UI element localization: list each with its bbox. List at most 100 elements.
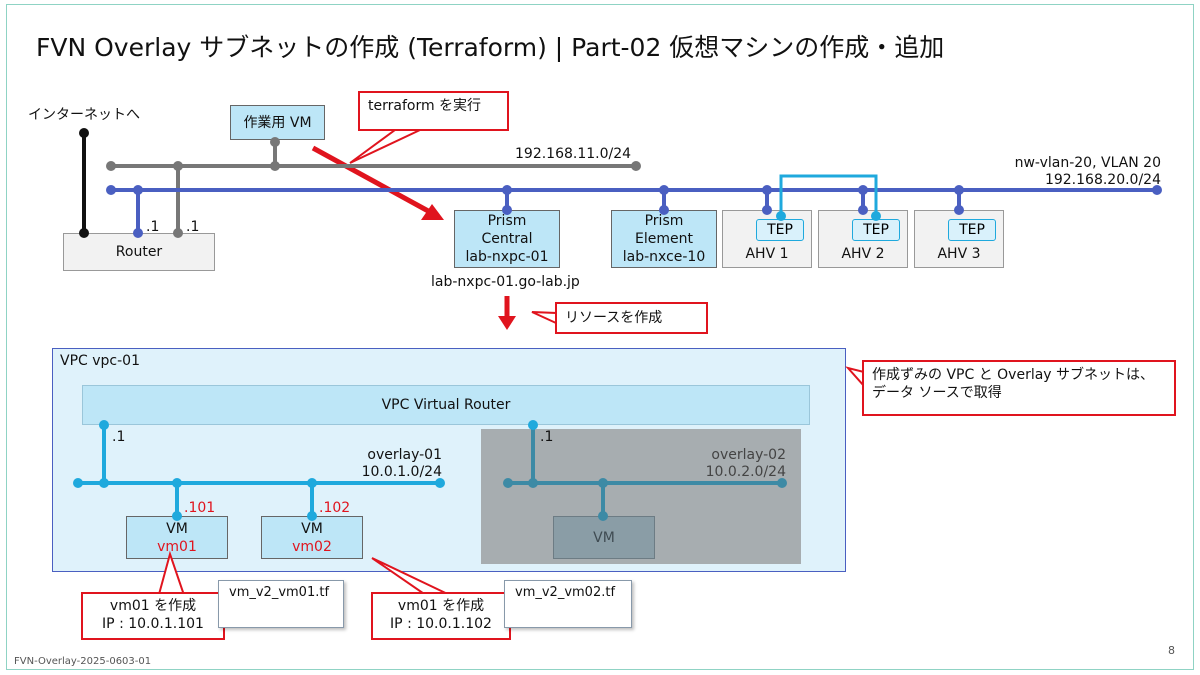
file-note-vm01: vm_v2_vm01.tf <box>218 580 344 628</box>
pc-line1: Prism <box>487 213 527 229</box>
vm02-type: VM <box>301 520 323 537</box>
vm01-type: VM <box>166 520 188 537</box>
ov2-end-right <box>777 478 787 488</box>
internet-label: インターネットへ <box>28 107 140 123</box>
datasource-line2: データ ソースで取得 <box>872 385 1002 401</box>
prism-central-box: Prism Central lab-nxpc-01 <box>454 210 560 268</box>
workvm-port <box>270 137 280 147</box>
terraform-arrow-head <box>421 204 444 220</box>
work-vm-label: 作業用 VM <box>243 114 312 131</box>
page-title: FVN Overlay サブネットの作成 (Terraform) | Part-… <box>36 33 945 62</box>
vm-overlay02-box: VM <box>553 516 655 559</box>
ahv3-vlan-tap <box>954 185 964 195</box>
pe-vlan-port <box>659 205 669 215</box>
resource-callout-tail <box>531 311 557 325</box>
tep2-port <box>871 211 881 221</box>
vm02-ip: .102 <box>319 500 351 516</box>
vm01-name: vm01 <box>157 538 197 555</box>
ov1-gateway-ip: .1 <box>112 429 126 445</box>
router-ip-b: .1 <box>186 219 200 235</box>
ov2-gateway-ip: .1 <box>540 429 554 445</box>
ov2-gw-tap <box>528 478 538 488</box>
router-mgmt-tap <box>173 161 183 171</box>
router-vlan-port <box>133 228 143 238</box>
vlan-network-name: nw-vlan-20, VLAN 20 <box>1014 155 1161 171</box>
ahv1-vlan-tap <box>762 185 772 195</box>
page-footer: FVN-Overlay-2025-0603-01 <box>14 656 152 667</box>
vpc-virtual-router: VPC Virtual Router <box>82 385 810 425</box>
vlan-end-right <box>1152 185 1162 195</box>
slide-frame <box>6 4 1194 670</box>
router-mgmt-port <box>173 228 183 238</box>
tep1-badge: TEP <box>756 219 804 241</box>
vm02-port <box>307 511 317 521</box>
mgmt-end-left <box>106 161 116 171</box>
ov2-router-port <box>528 420 538 430</box>
vm02-callout: vm01 を作成 IP : 10.0.1.102 <box>371 592 511 640</box>
ov1-end-right <box>435 478 445 488</box>
router-label: Router <box>115 244 163 260</box>
resource-callout: リソースを作成 <box>555 302 708 334</box>
router-box: Router <box>63 233 215 271</box>
tep-tunnel <box>779 174 878 219</box>
ahv2-vlan-port <box>858 205 868 215</box>
file-note-vm02: vm_v2_vm02.tf <box>504 580 632 628</box>
vm01-callout: vm01 を作成 IP : 10.0.1.101 <box>81 592 225 640</box>
vm01-box: VM vm01 <box>126 516 228 559</box>
pc-line3: lab-nxpc-01 <box>465 249 549 265</box>
resource-arrow-head <box>498 316 516 330</box>
resource-callout-text: リソースを作成 <box>565 310 663 326</box>
vm02-callout-line2: IP : 10.0.1.102 <box>390 616 492 632</box>
file-note-vm02-text: vm_v2_vm02.tf <box>515 585 616 600</box>
vm3-tap <box>598 478 608 488</box>
terraform-callout: terraform を実行 <box>358 91 509 131</box>
tep1-port <box>776 211 786 221</box>
overlay-02-name: overlay-02 <box>711 447 786 463</box>
ahv2-vlan-tap <box>858 185 868 195</box>
ahv1-vlan-port <box>762 205 772 215</box>
ahv3-vlan-port <box>954 205 964 215</box>
vm02-box: VM vm02 <box>261 516 363 559</box>
ov1-router-port <box>99 420 109 430</box>
pc-fqdn: lab-nxpc-01.go-lab.jp <box>431 274 580 290</box>
mgmt-network-cidr: 192.168.11.0/24 <box>515 146 632 162</box>
vlan-network-cidr: 192.168.20.0/24 <box>1044 172 1161 188</box>
router-vlan-tap <box>133 185 143 195</box>
ov2-end-left <box>503 478 513 488</box>
page-number: 8 <box>1168 644 1175 657</box>
overlay-02-cidr: 10.0.2.0/24 <box>705 464 786 480</box>
mgmt-end-right <box>631 161 641 171</box>
router-wan-port <box>79 228 89 238</box>
datasource-callout: 作成ずみの VPC と Overlay サブネットは、 データ ソースで取得 <box>862 360 1176 416</box>
router-ip-a: .1 <box>146 219 160 235</box>
vm02-tap <box>307 478 317 488</box>
workvm-tap <box>270 161 280 171</box>
file-note-vm01-text: vm_v2_vm01.tf <box>229 585 330 600</box>
pc-line2: Central <box>481 231 533 247</box>
pe-line1: Prism <box>644 213 684 229</box>
internet-endpoint <box>79 128 89 138</box>
terraform-callout-tail <box>349 129 421 164</box>
ov1-end-left <box>73 478 83 488</box>
vm3-port <box>598 511 608 521</box>
datasource-line1: 作成ずみの VPC と Overlay サブネットは、 <box>872 367 1155 383</box>
vm01-ip: .101 <box>184 500 216 516</box>
vm-overlay02-label: VM <box>593 529 615 546</box>
terraform-callout-text: terraform を実行 <box>368 98 482 114</box>
pe-line3: lab-nxce-10 <box>622 249 706 265</box>
ahv3-label: AHV 3 <box>937 246 981 262</box>
tep3-badge: TEP <box>948 219 996 241</box>
pc-vlan-port <box>502 205 512 215</box>
vm01-callout-line2: IP : 10.0.1.101 <box>102 616 204 632</box>
pe-vlan-tap <box>659 185 669 195</box>
vm02-callout-line1: vm01 を作成 <box>397 598 485 614</box>
terraform-arrow-shaft <box>311 145 432 215</box>
ov1-gw-tap <box>99 478 109 488</box>
work-vm-box: 作業用 VM <box>230 105 325 140</box>
pe-line2: Element <box>635 231 693 247</box>
overlay-01-cidr: 10.0.1.0/24 <box>361 464 442 480</box>
overlay-01-name: overlay-01 <box>367 447 442 463</box>
vm01-port <box>172 511 182 521</box>
